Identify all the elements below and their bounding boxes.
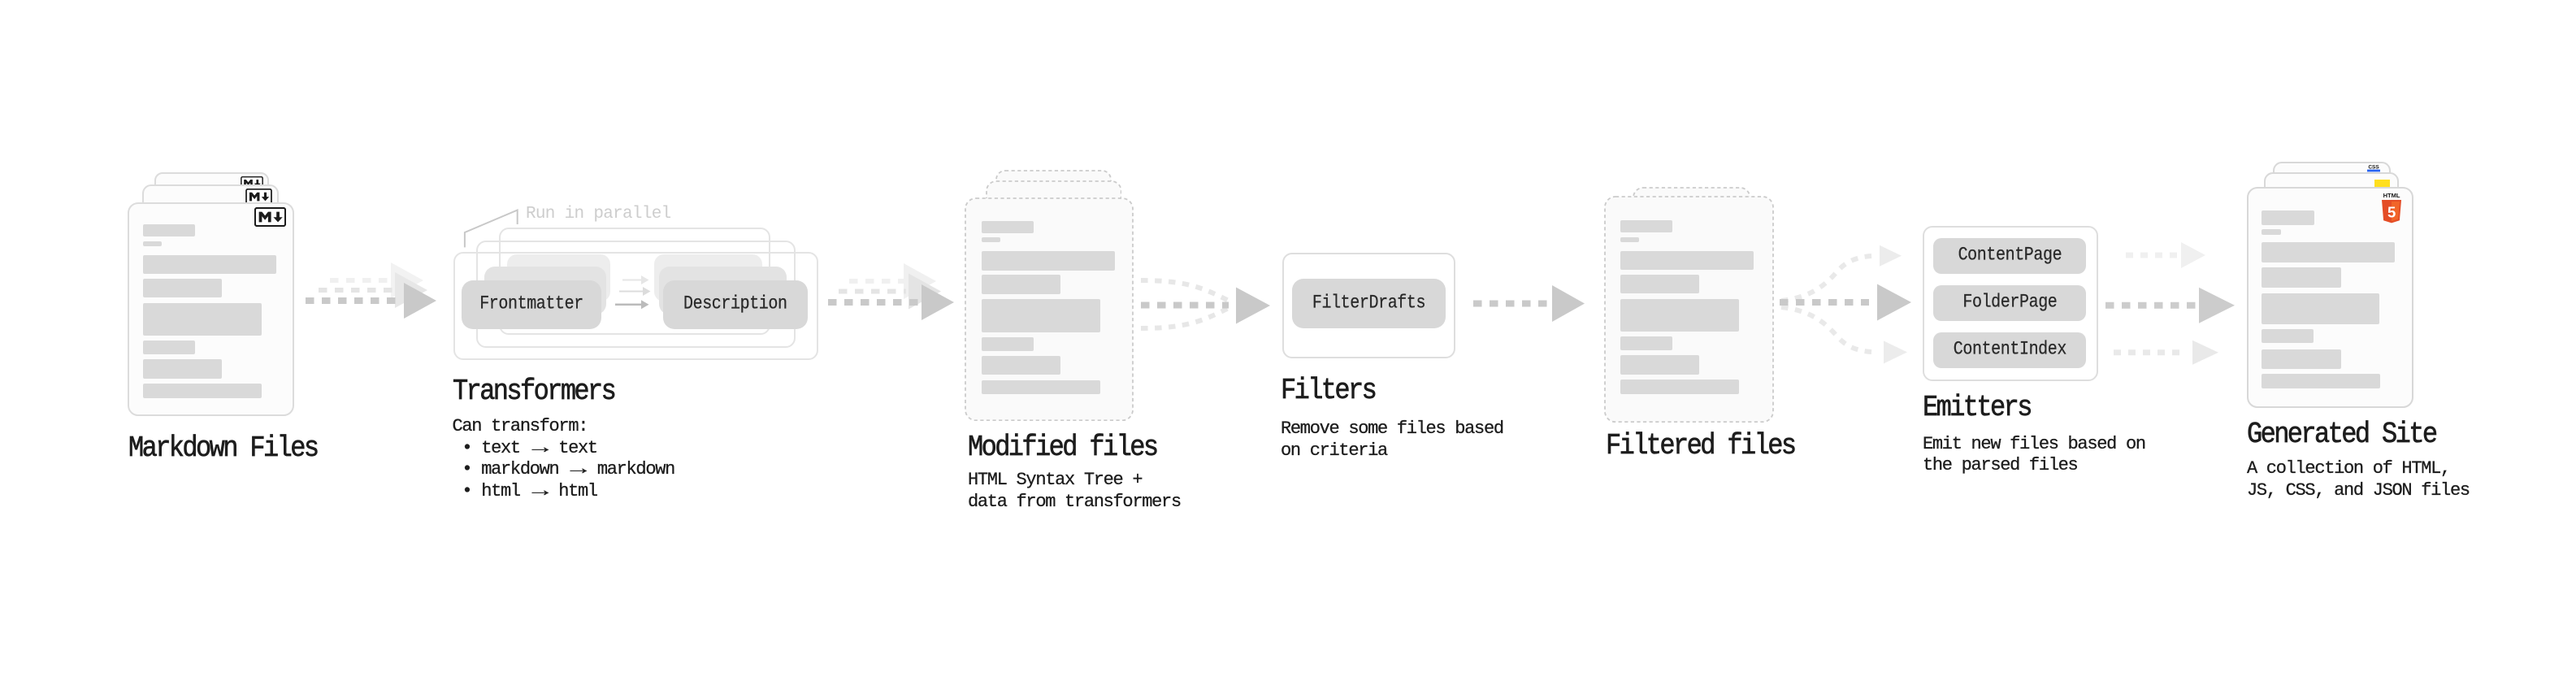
svg-text:CSS: CSS — [2368, 165, 2379, 171]
svg-text:5: 5 — [2387, 204, 2396, 221]
svg-text:HTML: HTML — [2383, 192, 2400, 199]
